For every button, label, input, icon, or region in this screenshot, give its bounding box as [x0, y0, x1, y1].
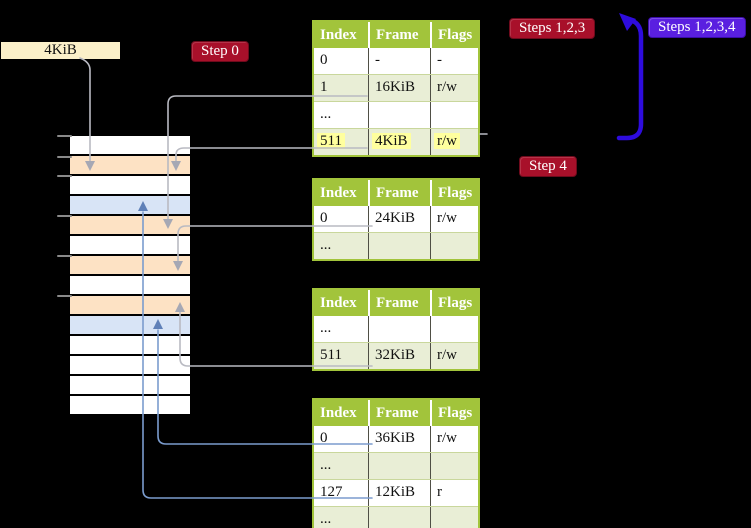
table-cell: ...	[320, 457, 332, 473]
column-header: Frame	[368, 22, 430, 48]
table-cell	[430, 233, 478, 259]
table-cell	[368, 507, 430, 528]
column-header: Flags	[430, 180, 478, 206]
table-cell: 0	[320, 52, 328, 68]
memory-frame-row-10	[70, 336, 190, 356]
memory-frame-row-13	[70, 396, 190, 414]
table-cell: ...	[320, 237, 332, 253]
table-cell	[368, 316, 430, 342]
table-cell	[430, 453, 478, 479]
memory-frame-row-0	[70, 136, 190, 156]
table-cell	[368, 102, 430, 128]
table-row: ...	[314, 232, 478, 259]
memory-frame-row-4	[70, 216, 190, 236]
table-cell: r/w	[430, 343, 478, 369]
table-cell: ...	[320, 320, 332, 336]
table-cell: r	[430, 480, 478, 506]
highlighted-value: 511	[317, 133, 345, 149]
table-cell: r/w	[430, 206, 478, 232]
memory-frame-row-1	[70, 156, 190, 176]
steps-1-2-3-badge: Steps 1,2,3	[509, 18, 596, 39]
table-cell	[368, 233, 430, 259]
table-cell: 4KiB	[368, 129, 430, 155]
column-header: Frame	[368, 180, 430, 206]
table-cell: 24KiB	[368, 206, 430, 232]
column-header: Frame	[368, 290, 430, 316]
table-row: ...	[314, 101, 478, 128]
highlighted-value: r/w	[434, 133, 460, 149]
memory-frame-row-8	[70, 296, 190, 316]
table-row: ...	[314, 316, 478, 342]
table-cell: 511	[320, 347, 342, 363]
table-cell	[430, 316, 478, 342]
table-cell: -	[430, 48, 478, 74]
step-0-badge: Step 0	[191, 41, 249, 62]
table-row: 511 4KiB r/w	[314, 128, 478, 155]
table-cell: r/w	[430, 426, 478, 452]
column-header: Frame	[368, 400, 430, 426]
table-cell: 36KiB	[368, 426, 430, 452]
table-cell	[368, 453, 430, 479]
step-4-badge: Step 4	[519, 156, 577, 177]
table-cell: 12KiB	[368, 480, 430, 506]
memory-frame-row-3	[70, 196, 190, 216]
column-header: Index	[320, 27, 357, 43]
table-cell: 1	[320, 79, 328, 95]
physical-memory-column	[70, 136, 190, 414]
column-header: Flags	[430, 290, 478, 316]
table-cell: 32KiB	[368, 343, 430, 369]
table-cell: 0	[320, 210, 328, 226]
table-cell: 0	[320, 430, 328, 446]
memory-frame-row-2	[70, 176, 190, 196]
memory-frame-row-6	[70, 256, 190, 276]
memory-frame-row-9	[70, 316, 190, 336]
table-cell: 511	[314, 129, 368, 155]
column-header: Flags	[430, 22, 478, 48]
table-cell	[430, 102, 478, 128]
page-size-label: 4KiB	[1, 42, 120, 59]
column-header: Index	[320, 295, 357, 311]
table-cell: 127	[320, 484, 343, 500]
steps-1-2-3-4-badge: Steps 1,2,3,4	[648, 17, 746, 38]
memory-frame-row-5	[70, 236, 190, 256]
highlighted-value: 4KiB	[372, 133, 411, 149]
table-cell: r/w	[430, 75, 478, 101]
memory-frame-row-11	[70, 356, 190, 376]
loopback-arrowhead-icon	[619, 13, 636, 31]
table-cell: -	[368, 48, 430, 74]
memory-frame-row-12	[70, 376, 190, 396]
column-header: Flags	[430, 400, 478, 426]
memory-frame-row-7	[70, 276, 190, 296]
table-cell	[430, 507, 478, 528]
table-cell: ...	[320, 511, 332, 527]
table-row: 0 --	[314, 48, 478, 74]
table-cell: r/w	[430, 129, 478, 155]
table-row: ...	[314, 452, 478, 479]
column-header: Index	[320, 405, 357, 421]
table-cell: ...	[320, 106, 332, 122]
table-row: ...	[314, 506, 478, 528]
column-header: Index	[320, 185, 357, 201]
table-cell: 16KiB	[368, 75, 430, 101]
